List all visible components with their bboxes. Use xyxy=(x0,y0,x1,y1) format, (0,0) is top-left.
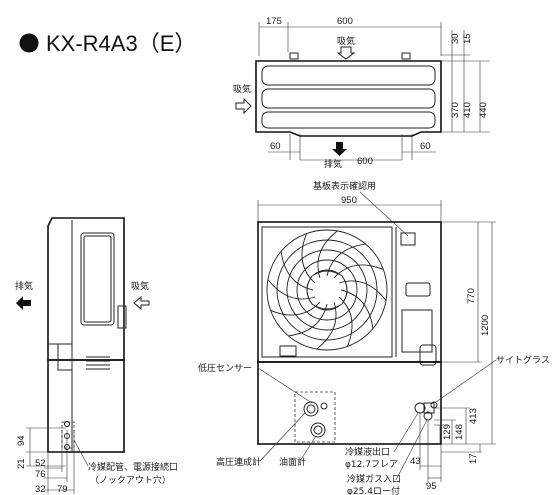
dim-76: 76 xyxy=(35,469,46,480)
fan-guard-spoke xyxy=(317,230,338,279)
mount-bracket-left xyxy=(289,52,299,60)
dim-43: 43 xyxy=(410,456,421,467)
fan-guard-spoke xyxy=(326,243,366,277)
exhaust-left-arrow-icon xyxy=(16,296,31,310)
dim-32: 32 xyxy=(35,484,46,495)
front-lower-cabinet xyxy=(257,361,442,445)
fan-guard-spoke xyxy=(270,301,321,316)
dim-30: 30 xyxy=(450,33,461,44)
dim-21: 21 xyxy=(16,458,27,469)
label-liquid-spec: φ12.7フレア xyxy=(345,460,398,470)
dim-410: 410 xyxy=(462,102,473,118)
side-view: 排気 吸気 94 21 52 76 32 79 冷媒配管、電源接続口 （ノックア… xyxy=(15,217,178,495)
label-high-pressure: 高圧連成計 xyxy=(216,456,261,468)
front-view: 基板表示確認用 950 xyxy=(198,180,550,495)
dim-15: 15 xyxy=(462,33,473,44)
fan-guard-spoke xyxy=(338,280,387,301)
intake-top-arrow-icon xyxy=(336,46,356,60)
dim-129: 129 xyxy=(442,424,453,440)
dim-top-175: 175 xyxy=(266,16,282,27)
intake-left-arrow-icon xyxy=(235,97,252,115)
fan-guard-frame xyxy=(261,226,393,358)
fan-guard-spoke xyxy=(280,251,314,291)
fan-guard-icon xyxy=(266,229,388,351)
dim-770: 770 xyxy=(466,288,477,304)
fan-guard-spoke xyxy=(338,296,353,347)
label-low-pressure: 低圧センサー xyxy=(198,362,252,374)
exhaust-down-arrow-icon xyxy=(332,142,347,156)
fan-guard-spoke xyxy=(288,303,328,337)
top-view: 175 600 吸気 吸気 30 15 370 410 440 xyxy=(233,16,490,170)
side-access-panel xyxy=(57,343,73,371)
fan-guard-spoke xyxy=(340,289,374,329)
label-gas-inlet: 冷媒ガス入口 xyxy=(347,473,401,485)
label-oil-gauge: 油面計 xyxy=(279,456,306,468)
side-lower-cabinet xyxy=(47,359,125,453)
label-intake-left: 吸気 xyxy=(233,83,251,95)
side-upper-cabinet xyxy=(47,217,125,361)
label-piping-holes: 冷媒配管、電源接続口 xyxy=(88,461,178,473)
dim-bottom-60-left: 60 xyxy=(270,141,281,152)
intake-side-arrow-icon xyxy=(133,295,150,311)
dim-95: 95 xyxy=(426,481,437,492)
label-gas-spec: φ25.4ロー付 xyxy=(347,486,400,495)
front-vent-slot xyxy=(279,345,297,357)
board-window xyxy=(400,232,416,246)
label-intake-top: 吸気 xyxy=(337,35,355,47)
dim-bottom-600: 600 xyxy=(357,156,373,167)
grille-slot-1 xyxy=(261,65,436,86)
dim-79: 79 xyxy=(57,484,68,495)
grille-slot-2 xyxy=(261,88,436,109)
side-handle xyxy=(117,305,127,329)
top-view-body xyxy=(255,60,442,137)
front-side-panel xyxy=(401,309,433,353)
fan-guard-spoke xyxy=(316,301,337,350)
label-exhaust-side: 排気 xyxy=(15,280,33,292)
dim-52: 52 xyxy=(35,458,46,469)
oil-gauge-icon xyxy=(310,422,326,438)
front-handle xyxy=(405,282,431,297)
fan-guard-spoke xyxy=(333,264,384,279)
label-intake-side: 吸気 xyxy=(131,280,149,292)
dim-440: 440 xyxy=(478,102,489,118)
dim-94: 94 xyxy=(16,435,27,446)
side-panel-window xyxy=(80,232,115,326)
dim-top-600: 600 xyxy=(337,16,353,27)
dim-370: 370 xyxy=(450,102,461,118)
label-sight-glass: サイトグラス xyxy=(496,354,550,366)
gauge-box xyxy=(294,391,336,443)
mount-bracket-right xyxy=(401,52,411,60)
dim-413: 413 xyxy=(468,408,479,424)
title-bullet-icon xyxy=(19,33,39,53)
dim-950: 950 xyxy=(341,195,357,206)
dim-1200: 1200 xyxy=(480,315,491,336)
high-pressure-gauge-icon xyxy=(303,401,319,417)
model-title: KX-R4A3（E） xyxy=(46,31,196,56)
label-knockout: （ノックアウト穴） xyxy=(90,474,171,486)
label-liquid-outlet: 冷媒液出口 xyxy=(345,446,390,458)
fan-guard-spoke xyxy=(267,279,316,300)
dim-bottom-60-right: 60 xyxy=(420,141,431,152)
grille-slot-3 xyxy=(261,111,436,129)
front-small-panel xyxy=(419,344,437,366)
fan-guard-spoke xyxy=(301,233,316,284)
dim-17: 17 xyxy=(468,453,479,464)
label-board-window: 基板表示確認用 xyxy=(313,180,376,192)
label-exhaust-top: 排気 xyxy=(324,158,342,170)
dim-148: 148 xyxy=(454,424,465,440)
